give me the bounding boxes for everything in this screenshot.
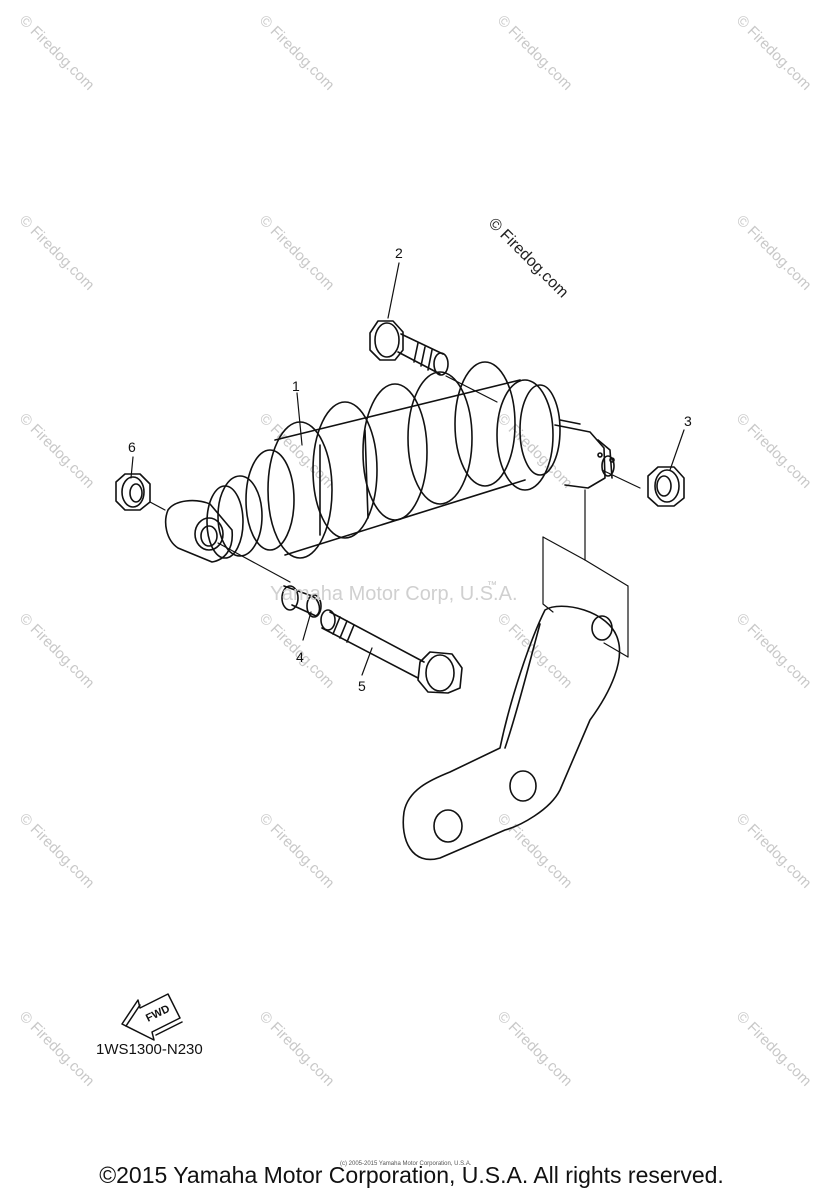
alignment-lines	[149, 375, 641, 658]
fwd-label: FWD	[144, 1003, 172, 1025]
upper-nut	[647, 466, 685, 507]
copyright-notice: ©2015 Yamaha Motor Corporation, U.S.A. A…	[99, 1162, 724, 1188]
callout-1: 1	[292, 378, 300, 394]
collar	[281, 585, 322, 618]
relay-arm	[402, 605, 621, 861]
trademark-mark: ™	[487, 580, 497, 591]
fineprint: (c) 2005-2015 Yamaha Motor Corporation, …	[340, 1161, 472, 1167]
fwd-arrow-icon	[121, 993, 183, 1041]
callout-leaders	[130, 262, 685, 676]
callout-5: 5	[358, 678, 366, 694]
callout-4: 4	[296, 649, 304, 665]
lower-nut	[115, 473, 151, 511]
callout-3: 3	[684, 413, 692, 429]
center-watermark: Yamaha Motor Corp, U.S.A.	[270, 583, 518, 605]
callout-6: 6	[128, 439, 136, 455]
lower-bolt	[320, 609, 463, 694]
diagram-code: 1WS1300-N230	[96, 1041, 203, 1058]
callout-2: 2	[395, 245, 403, 261]
shock-absorber	[164, 361, 615, 563]
upper-bolt	[369, 320, 449, 376]
